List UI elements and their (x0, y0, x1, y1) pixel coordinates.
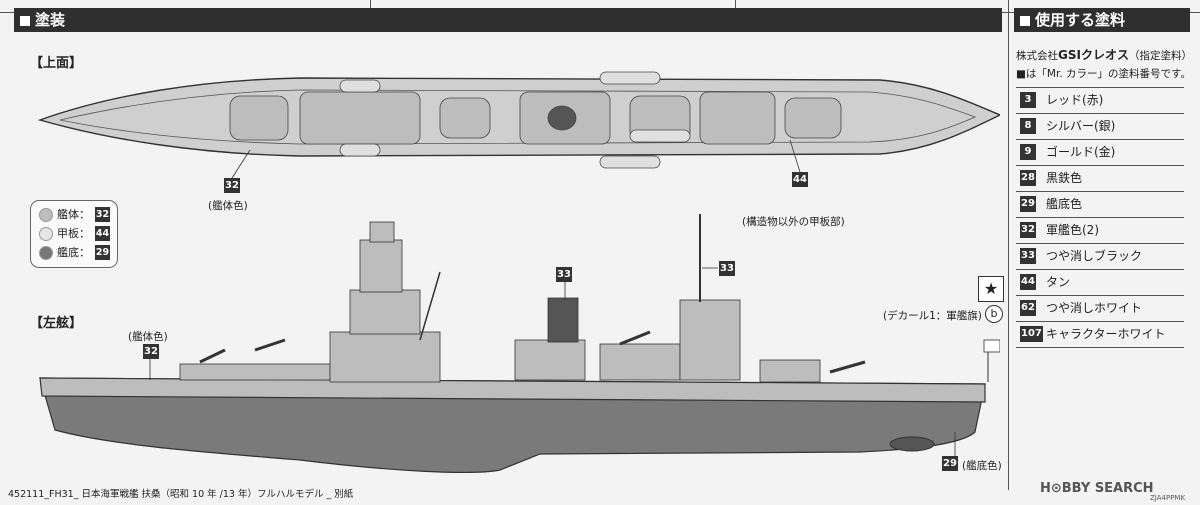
callout-funnel: 33 (556, 267, 572, 282)
callout-hull-top-caption: (艦体色) (208, 200, 248, 212)
leader-deck (789, 139, 801, 173)
aft-structure (699, 91, 776, 145)
decal-caption: (デカール1：軍艦旗) (883, 310, 982, 322)
top-divider (370, 0, 371, 12)
side-view-label: 【左舷】 (30, 316, 83, 331)
top-divider (1008, 0, 1009, 12)
maker-line: 株式会社GSIクレオス（指定塗料） (1016, 48, 1192, 62)
top-view-label: 【上面】 (30, 56, 83, 71)
aft-turret (759, 359, 821, 383)
ship-side-view (39, 214, 1000, 473)
callout-deck-caption: (構造物以外の甲板部) (742, 216, 845, 228)
callout-mast: 33 (719, 261, 735, 276)
callout-bottom-caption: (艦底色) (962, 460, 1002, 472)
forward-deckhouse (179, 363, 331, 381)
callout-bottom: 29 (942, 456, 958, 471)
footer-text: 452111_FH31_ 日本海軍戦艦 扶桑（昭和 10 年 /13 年）フルハ… (8, 489, 354, 500)
watermark-code: ZJA4PPMK (1150, 494, 1186, 502)
decal-letter-icon: b (985, 305, 1003, 323)
painting-header: 塗装 (14, 8, 1002, 32)
boat (599, 71, 661, 85)
top-deck-edge (59, 89, 977, 145)
mid-turret (599, 343, 681, 381)
bridge-middle (349, 289, 421, 335)
crane (419, 271, 441, 341)
turret-3 (439, 97, 491, 139)
gun-barrels (199, 330, 866, 374)
turret-1 (229, 95, 289, 141)
color-legend: 艦体： 32 甲板： 44 艦底： 29 (30, 200, 118, 268)
maker-note: ■は「Mr. カラー」の塗料番号です。 (1016, 68, 1191, 80)
top-divider (735, 0, 736, 12)
swatch-icon (39, 227, 53, 241)
naval-ensign (983, 339, 1000, 353)
star-icon: ★ (978, 276, 1004, 302)
bridge-top (369, 221, 395, 243)
rudder-prop (889, 436, 935, 452)
paints-header: 使用する塗料 (1014, 8, 1190, 32)
swatch-icon (39, 246, 53, 260)
swatch-icon (39, 208, 53, 222)
top-structures (229, 71, 842, 169)
watermark: H⊙BBY SEARCH (1040, 481, 1154, 496)
boat (339, 143, 381, 157)
callout-deck: 44 (792, 172, 808, 187)
panel-divider (1008, 12, 1009, 490)
aft-tower (679, 299, 741, 381)
leader-hull-top (231, 149, 251, 179)
upper-hull (39, 377, 986, 403)
boat (599, 155, 661, 169)
mid-deckhouse (514, 339, 586, 381)
callout-hull-side-caption: (艦体色) (128, 331, 168, 343)
callout-hull-top: 32 (224, 178, 240, 193)
bridge-tower (359, 239, 403, 293)
funnel (547, 297, 579, 343)
boat (339, 79, 381, 93)
bridge-base (329, 331, 441, 383)
side-superstructure (179, 221, 821, 383)
funnel-top (547, 105, 577, 131)
turret-6 (784, 97, 842, 139)
callout-hull-side: 32 (143, 344, 159, 359)
ship-top-view (37, 71, 1000, 179)
boat (629, 129, 691, 143)
